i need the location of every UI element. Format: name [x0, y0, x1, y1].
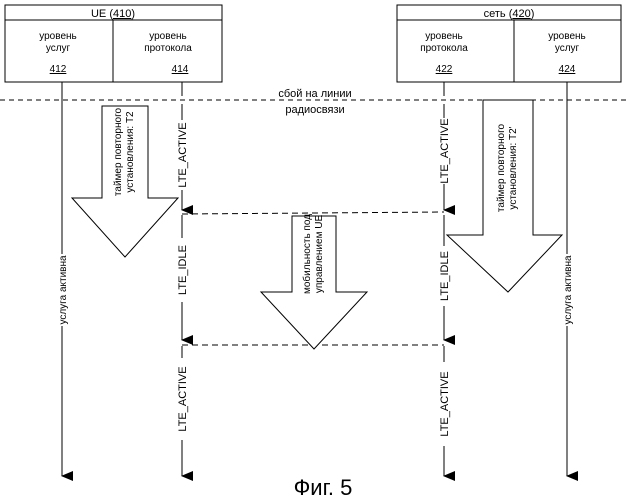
ue-state-lte-active-1: LTE_ACTIVE: [177, 122, 189, 187]
ue-protocol-ref: 414: [172, 64, 189, 75]
service-active-left: услуга активна: [58, 255, 69, 325]
network-services-line1: уровень: [548, 31, 586, 42]
service-active-right: услуга активна: [563, 255, 574, 325]
ue-services-line2: услуг: [46, 43, 71, 54]
network-protocol-line1: уровень: [425, 31, 463, 42]
network-state-lte-active-1: LTE_ACTIVE: [439, 118, 451, 183]
ue-timer-label-line1: таймер повторного: [113, 107, 124, 196]
mobility-label-line1: мобильность под: [301, 214, 313, 294]
ue-state-lte-active-2: LTE_ACTIVE: [177, 366, 189, 431]
network-services-line2: услуг: [555, 43, 580, 54]
ue-block: UE (410) уровень услуг 412 уровень прото…: [5, 5, 222, 82]
network-protocol-line2: протокола: [420, 43, 468, 54]
network-state-lte-idle: LTE_IDLE: [439, 251, 451, 301]
ue-protocol-line1: уровень: [149, 31, 187, 42]
ue-state-lte-idle: LTE_IDLE: [177, 245, 189, 295]
network-block: сеть (420) уровень протокола 422 уровень…: [397, 5, 621, 82]
network-timer-label-line2: установления: T2': [508, 126, 519, 209]
network-state-lte-active-2: LTE_ACTIVE: [439, 371, 451, 436]
ue-services-line1: уровень: [39, 31, 77, 42]
ue-header-ref: 410: [113, 8, 131, 20]
network-header-label: сеть: [484, 8, 506, 20]
network-timer-label-line1: таймер повторного: [496, 123, 507, 212]
network-header-ref: 420: [512, 8, 530, 20]
mobility-label-line2: управлением UE: [314, 215, 325, 294]
radio-failure-label-line1: сбой на линии: [278, 88, 351, 100]
network-protocol-ref: 422: [436, 64, 453, 75]
svg-text:сеть (420): сеть (420): [484, 8, 535, 20]
ue-header-label: UE: [91, 8, 106, 20]
radio-failure-label-line2: радиосвязи: [285, 104, 344, 116]
figure-caption: Фиг. 5: [294, 475, 353, 500]
ue-services-ref: 412: [50, 64, 67, 75]
idle-transition-line: [182, 212, 444, 214]
ue-protocol-line2: протокола: [144, 43, 192, 54]
svg-text:UE (410): UE (410): [91, 8, 135, 20]
ue-timer-label-line2: установления: T2: [125, 111, 136, 193]
network-services-ref: 424: [559, 64, 576, 75]
